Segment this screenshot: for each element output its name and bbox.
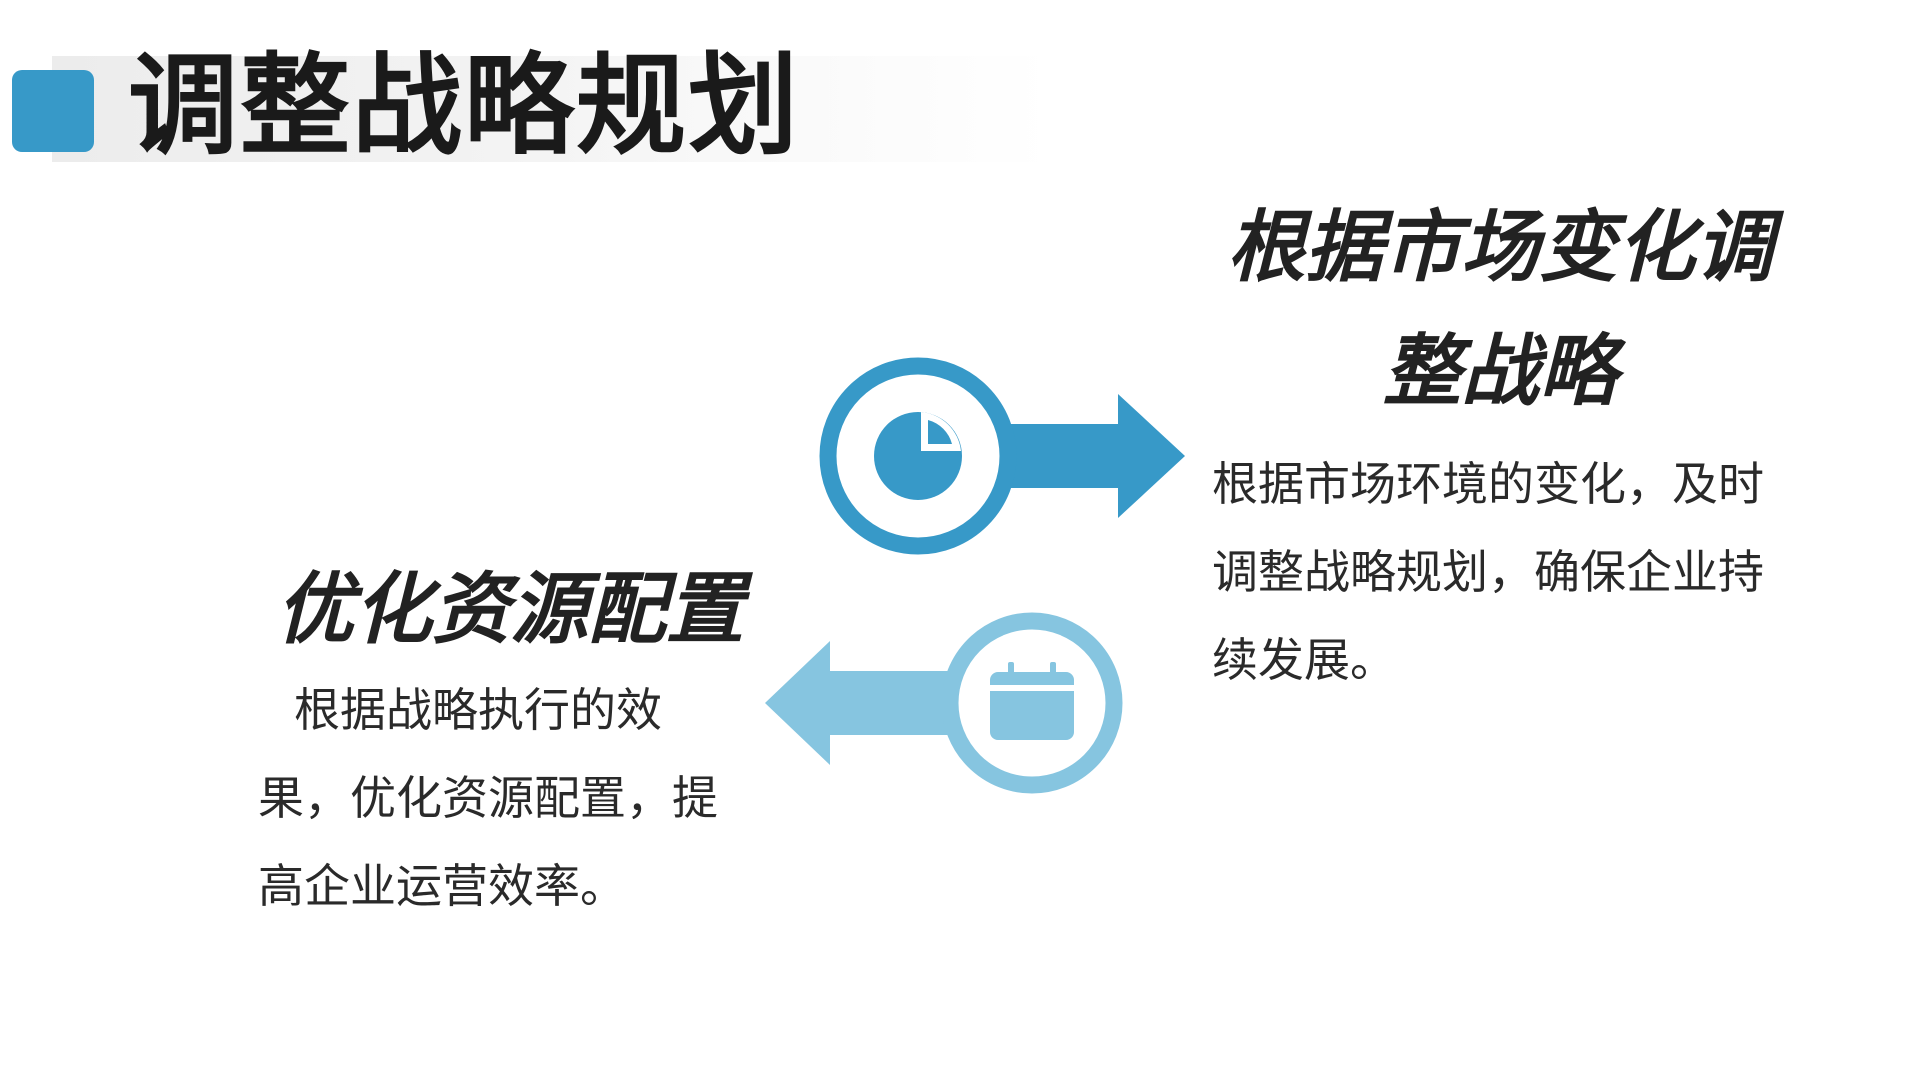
right-heading: 根据市场变化调整战略 bbox=[1226, 203, 1773, 417]
right-body-text: 根据市场环境的变化，及时调整战略规划，确保企业持续发展。 bbox=[1212, 457, 1764, 687]
left-heading: 优化资源配置 bbox=[275, 565, 744, 655]
right-arrow bbox=[819, 357, 1185, 555]
title-accent-square bbox=[12, 70, 94, 152]
left-body-text: 根据战略执行的效果，优化资源配置，提高企业运营效率。 bbox=[258, 683, 718, 913]
title-band bbox=[52, 56, 1052, 162]
left-arrow bbox=[765, 612, 1123, 794]
pie-chart-icon bbox=[874, 412, 962, 500]
page-title: 调整战略规划 bbox=[128, 42, 800, 170]
calendar-icon bbox=[990, 662, 1074, 740]
